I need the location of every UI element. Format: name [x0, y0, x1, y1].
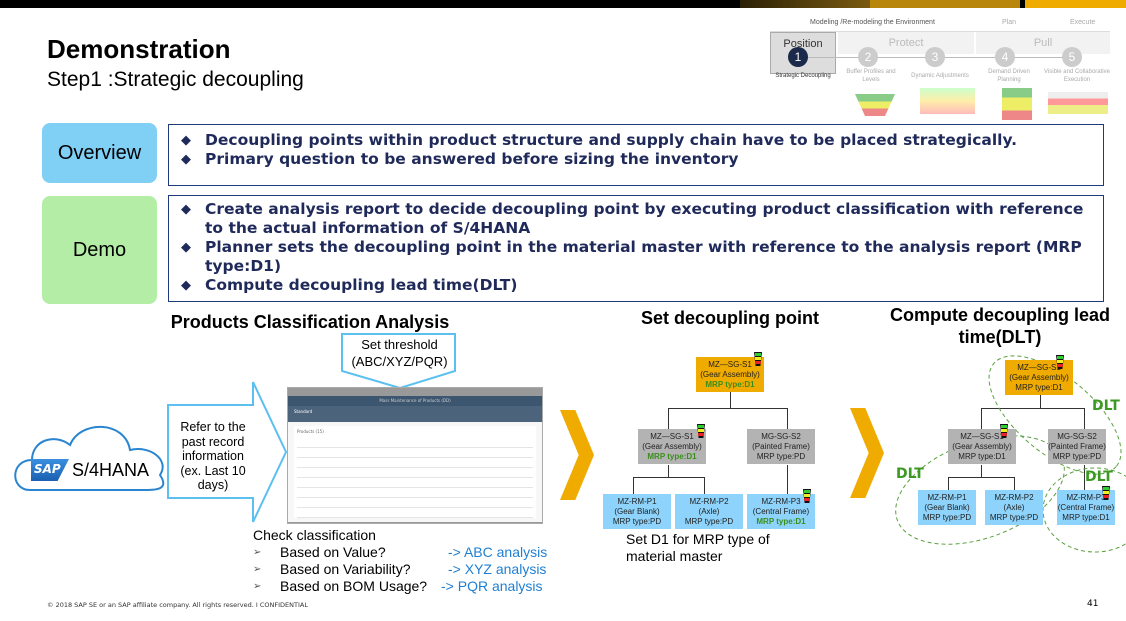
refer-label: Refer to the past record information (ex… [180, 420, 246, 492]
list-item: Based on BOM Usage?-> PQR analysis [253, 578, 573, 595]
phase-protect: Protect [838, 32, 974, 54]
step-label: Dynamic Adjustments [911, 73, 969, 79]
arrow-shape [167, 381, 288, 523]
app-title: Mass Maintenance of Products (DD) [288, 396, 542, 406]
s4hana-label: S/4HANA [72, 460, 150, 480]
copyright: © 2018 SAP SE or an SAP affiliate compan… [47, 601, 308, 609]
step-2: 2 [858, 47, 878, 67]
buffer-status-icon [1056, 355, 1064, 369]
demo-label: Demo [42, 196, 157, 304]
table-thumbnail [1048, 92, 1108, 114]
node-axle: MZ-RM-P2(Axle)MRP type:PD [675, 494, 743, 529]
page-subtitle: Step1 :Strategic decoupling [47, 68, 304, 91]
buffer-status-icon [1000, 424, 1008, 438]
products-table: Products (15) [294, 426, 536, 518]
node-axle: MZ-RM-P2(Axle)MRP type:PD [985, 490, 1043, 525]
step-4: 4 [995, 47, 1015, 67]
bullet-item: Decoupling points within product structu… [179, 131, 1093, 150]
bullet-item: Primary question to be answered before s… [179, 150, 1093, 169]
bullet-item: Compute decoupling lead time(DLT) [179, 276, 1093, 295]
node-gear-assembly: MZ—SG-S1(Gear Assembly)MRP type:D1 [696, 357, 764, 392]
buffer-status-icon [803, 489, 811, 503]
top-bar-accent [740, 0, 870, 8]
threshold-label: Set threshold (ABC/XYZ/PQR) [351, 337, 448, 369]
node-gear-blank: MZ-RM-P1(Gear Blank)MRP type:PD [918, 490, 976, 525]
dlt-label: DLT [896, 466, 924, 482]
analysis-title: Products Classification Analysis [170, 312, 450, 332]
chart-thumbnail [1002, 88, 1032, 120]
top-bar [0, 0, 1126, 8]
page-number: 41 [1087, 599, 1099, 609]
dlt-label: DLT [1092, 398, 1120, 414]
chart-thumbnail [920, 88, 975, 114]
overview-label: Overview [42, 123, 157, 183]
sap-logo: SAP [31, 459, 69, 481]
buffer-status-icon [754, 352, 762, 366]
check-classification: Check classification Based on Value?-> A… [253, 527, 573, 595]
page-title: Demonstration [47, 34, 231, 64]
chevron-icon [850, 408, 884, 498]
step-label: Buffer Profiles and Levels [846, 69, 896, 83]
top-bar-accent [1025, 0, 1126, 8]
ddmrp-plan-label: Plan [1002, 19, 1017, 26]
check-title: Check classification [253, 527, 376, 543]
ddmrp-section-label: Modeling /Re-modeling the Environment [810, 19, 935, 26]
buffer-status-icon [697, 424, 705, 438]
bullet-item: Create analysis report to decide decoupl… [179, 200, 1093, 238]
top-bar-accent [870, 0, 1020, 8]
node-gear-assembly: MZ—SG-S1(Gear Assembly)MRP type:D1 [1005, 360, 1073, 395]
chevron-icon [560, 410, 594, 500]
step-3: 3 [925, 47, 945, 67]
compute-title: Compute decoupling lead time(DLT) [889, 305, 1110, 347]
overview-bullets: Decoupling points within product structu… [168, 124, 1104, 186]
step-label: Visible and Collaborative Execution [1044, 69, 1110, 83]
dlt-label: DLT [1085, 469, 1113, 485]
threshold-callout [341, 333, 456, 390]
node-gear-assembly-sub: MZ—SG-S1(Gear Assembly)MRP type:D1 [638, 429, 706, 464]
setpoint-title: Set decoupling point [641, 308, 819, 328]
list-title: Products (15) [297, 429, 324, 434]
cloud-icon [14, 425, 165, 491]
list-item: Based on Variability?-> XYZ analysis [253, 561, 573, 578]
buffer-icon [855, 94, 895, 116]
buffer-status-icon [1102, 486, 1110, 500]
demo-bullets: Create analysis report to decide decoupl… [168, 195, 1104, 302]
node-central-frame: MZ-RM-P3(Central Frame)MRP type:D1 [747, 494, 815, 529]
variant-label: Standard [288, 406, 542, 422]
step-5: 5 [1062, 47, 1082, 67]
step-label: Strategic Decoupling [775, 73, 831, 79]
app-screenshot: Mass Maintenance of Products (DD) Standa… [287, 387, 543, 524]
node-gear-assembly-sub: MZ—SG-S1(Gear Assembly)MRP type:D1 [948, 429, 1016, 464]
ddmrp-process-graphic: Modeling /Re-modeling the Environment Pla… [770, 12, 1110, 120]
setpoint-note: Set D1 for MRP type of material master [626, 531, 770, 564]
node-painted-frame: MG-SG-S2(Painted Frame)MRP type:PD [747, 429, 815, 464]
list-item: Based on Value?-> ABC analysis [253, 544, 573, 561]
bullet-item: Planner sets the decoupling point in the… [179, 238, 1093, 276]
step-1: 1 [788, 47, 808, 67]
node-gear-blank: MZ-RM-P1(Gear Blank)MRP type:PD [603, 494, 671, 529]
step-label: Demand Driven Planning [988, 69, 1030, 83]
node-painted-frame: MG-SG-S2(Painted Frame)MRP type:PD [1048, 429, 1106, 464]
ddmrp-execute-label: Execute [1070, 19, 1096, 26]
